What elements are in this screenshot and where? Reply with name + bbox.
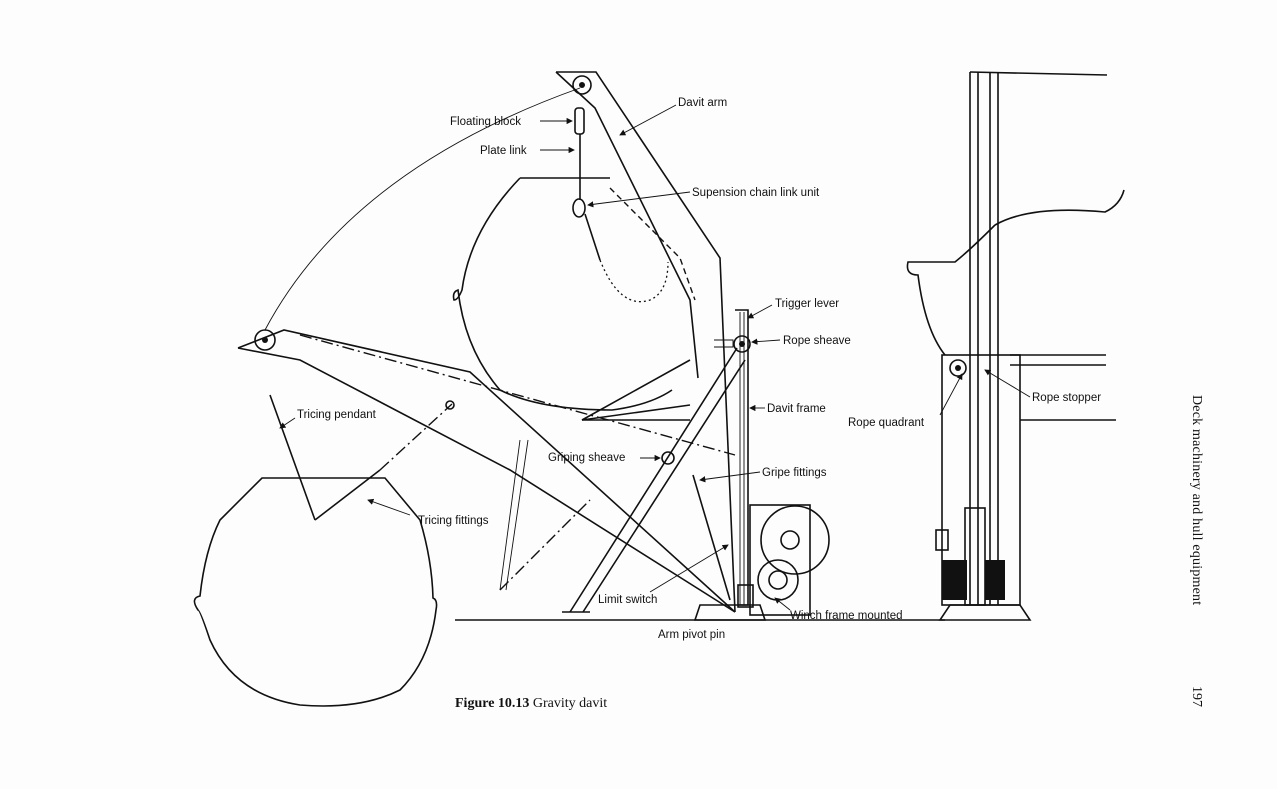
label-suspension-chain: Supension chain link unit [692, 187, 820, 199]
label-davit-frame: Davit frame [767, 403, 826, 415]
lifeboat-stowed [452, 177, 673, 411]
label-floating-block: Floating block [450, 116, 521, 128]
labels: Floating block Plate link Davit arm Supe… [297, 97, 1101, 641]
end-view-lifeboat [906, 189, 1125, 356]
griping-sheave [661, 451, 675, 465]
suspension-chain [572, 107, 669, 303]
label-trigger-lever: Trigger lever [775, 298, 839, 310]
floating-block [574, 107, 585, 135]
label-davit-arm: Davit arm [678, 97, 727, 109]
davit-frame [735, 309, 749, 606]
label-winch-frame: Winch frame mounted [790, 610, 903, 622]
trigger-lever [714, 339, 734, 348]
figure-caption: Figure 10.13 Gravity davit [455, 696, 607, 712]
end-view-davit [969, 72, 999, 605]
head-sheave [572, 75, 592, 95]
label-rope-stopper: Rope stopper [1032, 392, 1101, 404]
running-header-text: Deck machinery and hull equipment [1189, 395, 1204, 606]
davit-arm-stowed [556, 71, 736, 613]
rope-sheave [733, 335, 751, 353]
arm-pivot-base [693, 604, 767, 621]
label-tricing-fittings: Tricing fittings [418, 515, 489, 527]
label-tricing-pendant: Tricing pendant [297, 409, 377, 421]
label-plate-link: Plate link [480, 145, 527, 157]
tricing-pendant [269, 394, 316, 521]
label-griping-sheave: Griping sheave [548, 452, 625, 464]
label-rope-sheave: Rope sheave [783, 335, 851, 347]
end-view [906, 71, 1125, 621]
limit-switch-box [737, 584, 754, 608]
running-header: Deck machinery and hull equipment [1188, 395, 1218, 715]
elevation-view [193, 71, 945, 707]
fall-wire [264, 87, 581, 331]
lifeboat-lowered [193, 477, 438, 707]
figure-number: Figure 10.13 [455, 696, 530, 711]
label-limit-switch: Limit switch [598, 594, 657, 606]
frame-strut [569, 347, 746, 613]
winch [737, 504, 830, 616]
label-arm-pivot-pin: Arm pivot pin [658, 629, 725, 641]
label-gripe-fittings: Gripe fittings [762, 467, 827, 479]
gripe-chain [692, 474, 731, 601]
label-rope-quadrant: Rope quadrant [848, 417, 925, 429]
figure-title: Gravity davit [532, 696, 608, 711]
leader-lines [279, 104, 1031, 611]
davit-arm-lowered [237, 329, 736, 613]
page-number: 197 [1189, 686, 1204, 707]
